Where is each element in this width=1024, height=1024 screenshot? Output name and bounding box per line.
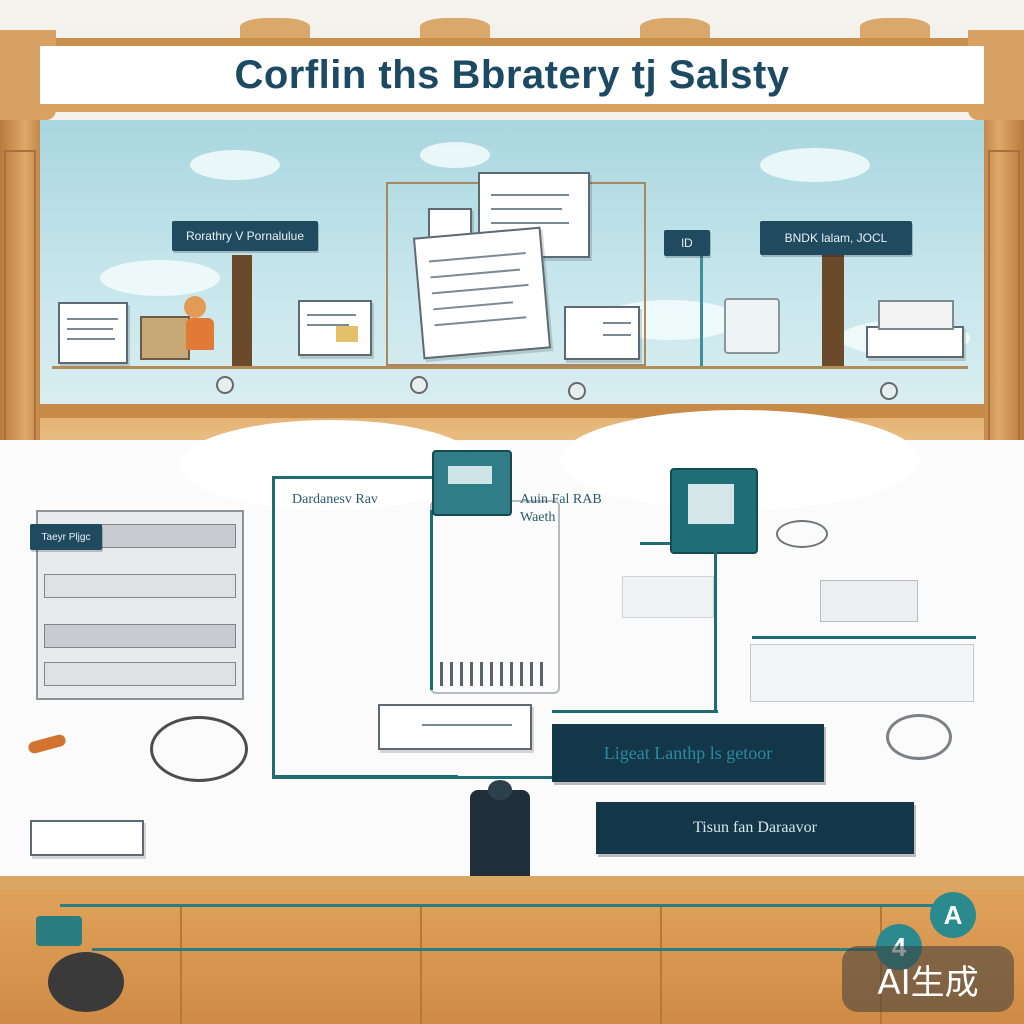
left-pillar-panel (4, 150, 36, 450)
progress-line-top (60, 904, 960, 907)
small-card-icon (30, 820, 144, 856)
ai-generated-watermark-label: AI生成 (877, 962, 979, 1003)
right-pillar-panel (988, 150, 1020, 450)
sign-post-left (232, 255, 252, 367)
open-book-icon (564, 306, 640, 360)
info-panel (820, 580, 918, 622)
rack-sign-label: Taeyr Pljgc (41, 531, 91, 543)
sky-sign-middle: lD (664, 230, 710, 256)
round-dark-icon (48, 952, 124, 1012)
hook-icon (880, 382, 898, 400)
hook-icon (568, 382, 586, 400)
badge-a-label: A (943, 899, 963, 930)
monitor-icon (724, 298, 780, 354)
flow-arrow (752, 636, 976, 639)
bottom-trim (0, 876, 1024, 890)
flow-label-top-mid: Auin Fal RAB (520, 492, 602, 507)
title-band: Corflin ths Bbratery tj Salsty (40, 46, 984, 112)
ceiling-ornament (640, 18, 710, 40)
sky-sign-right: BNDK lalam, JOCL (760, 221, 912, 255)
cloud (760, 148, 870, 182)
flow-arrow (640, 542, 670, 545)
sky-sign-left-label: Rorathry V Pornalulue (185, 229, 305, 243)
window-sill (40, 404, 984, 418)
page-title: Corflin ths Bbratery tj Salsty (234, 52, 790, 97)
shelf-panel (750, 644, 974, 702)
info-panel (622, 576, 714, 618)
keyboard-icon (866, 326, 964, 358)
small-card-icon (378, 704, 532, 750)
bowl-icon (776, 520, 828, 548)
badge-a: A (930, 892, 976, 938)
dark-label-box-2-text: Tisun fan Daraavor (693, 819, 817, 836)
sky-sign-right-label: BNDK lalam, JOCL (784, 231, 888, 245)
dark-label-box-2: Tisun fan Daraavor (596, 802, 914, 854)
ceiling (0, 0, 1024, 24)
sky-sign-middle-label: lD (681, 236, 693, 250)
cloud (420, 142, 490, 168)
cloud (100, 260, 220, 296)
desk-monitor-icon (140, 316, 190, 360)
ceiling-ornament (420, 18, 490, 40)
document-icon (298, 300, 372, 356)
shelf-line (52, 366, 968, 369)
person-body-icon (186, 318, 214, 350)
flow-line (430, 510, 433, 690)
ai-generated-watermark: AI生成 (842, 946, 1014, 1012)
rack-sign: Taeyr Pljgc (30, 524, 102, 550)
pan-icon (150, 716, 248, 782)
progress-line-bottom (92, 948, 912, 951)
sky-sign-left: Rorathry V Pornalulue (172, 221, 318, 251)
bus-icon (36, 916, 82, 946)
flow-line (552, 710, 718, 713)
flow-line (272, 776, 552, 779)
dark-label-box-1-text: Ligeat Lanthp ls getoor (603, 742, 773, 763)
document-icon (58, 302, 128, 364)
printer-icon (878, 300, 954, 330)
person-head-icon (184, 296, 206, 318)
flow-label-top-left: Dardanesv Rav (292, 492, 378, 507)
scanner-device-icon (470, 790, 530, 878)
cable-coil-icon (886, 714, 952, 760)
cornice (0, 38, 1024, 48)
bar-sparkline (440, 662, 546, 686)
hook-icon (216, 376, 234, 394)
flow-label-top-mid-sub: Waeth (520, 510, 556, 525)
dark-label-box-1: Ligeat Lanthp ls getoor (552, 724, 824, 782)
flow-line (714, 550, 717, 712)
sign-post-right (822, 255, 844, 367)
hook-icon (410, 376, 428, 394)
printer-machine-icon (432, 450, 512, 516)
chart-panel (430, 500, 560, 694)
cloud (190, 150, 280, 180)
ceiling-ornament (240, 18, 310, 40)
main-document-icon (412, 226, 552, 360)
ceiling-ornament (860, 18, 930, 40)
connector-line (700, 255, 703, 367)
